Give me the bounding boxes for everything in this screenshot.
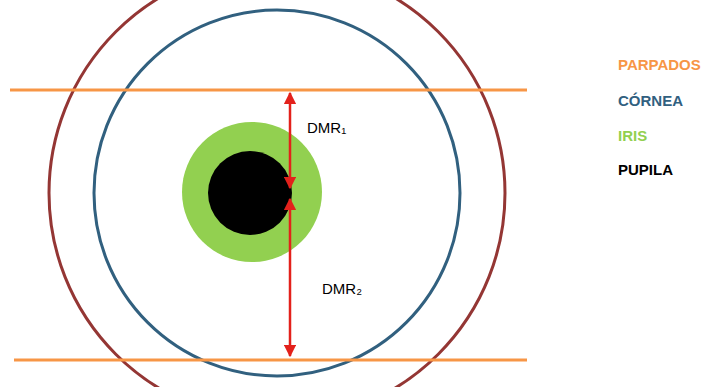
legend-entry: IRIS	[618, 128, 647, 145]
legend-text: IRIS	[618, 127, 647, 144]
legend-text: PARPADOS	[618, 56, 701, 73]
legend-entry: PUPILA	[618, 162, 673, 179]
upper-eyelid-line	[10, 89, 527, 92]
dmr2-arrow	[289, 199, 292, 356]
pupil-disc	[208, 151, 292, 235]
legend-text: PUPILA	[618, 161, 673, 178]
lower-eyelid-line	[14, 359, 527, 362]
measurement-label: DMR₂	[320, 281, 364, 298]
cornea-circle	[94, 10, 460, 376]
outer-circle	[49, 0, 505, 387]
legend-entry: PARPADOS	[618, 57, 701, 74]
measurement-label: DMR₁	[305, 120, 348, 137]
iris-disc	[182, 122, 322, 262]
legend-text: CÓRNEA	[618, 92, 683, 109]
dmr1-arrow	[289, 93, 292, 188]
legend-entry: CÓRNEA	[618, 93, 683, 110]
